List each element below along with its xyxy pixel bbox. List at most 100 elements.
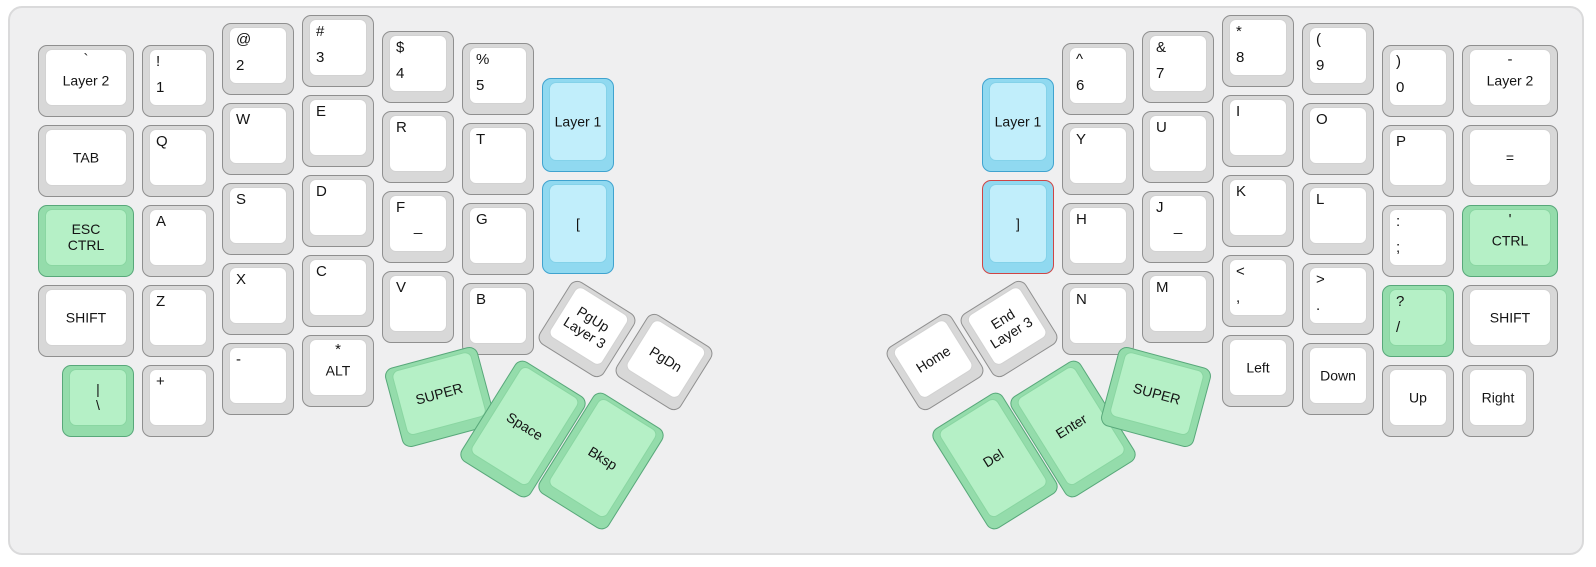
key-legend: 0 [1396, 79, 1405, 96]
key-x[interactable]: X [222, 263, 294, 335]
keycap-top: End Layer 3 [965, 284, 1050, 368]
key-legend: A [156, 213, 167, 230]
key-4[interactable]: $4 [382, 31, 454, 103]
keycap-top: T [469, 127, 527, 184]
key-star-alt[interactable]: *ALT [302, 335, 374, 407]
key-semicolon[interactable]: :; [1382, 205, 1454, 277]
key-7[interactable]: &7 [1142, 31, 1214, 103]
key-d[interactable]: D [302, 175, 374, 247]
key-left-arrow[interactable]: Left [1222, 335, 1294, 407]
key-a[interactable]: A [142, 205, 214, 277]
keycap-top: L [1309, 187, 1367, 244]
key-w[interactable]: W [222, 103, 294, 175]
key-o[interactable]: O [1302, 103, 1374, 175]
key-legend: + [156, 373, 165, 390]
key-legend: ) [1396, 53, 1401, 70]
key-2[interactable]: @2 [222, 23, 294, 95]
keycap-top: PgDn [623, 317, 708, 401]
key-v[interactable]: V [382, 271, 454, 343]
key-legend: ` [83, 51, 89, 68]
key-left-bracket[interactable]: [ [542, 180, 614, 274]
key-b[interactable]: B [462, 283, 534, 355]
key-legend: . [1316, 297, 1321, 314]
key-legend: / [1396, 319, 1401, 336]
keycap-top: >. [1309, 267, 1367, 324]
key-i[interactable]: I [1222, 95, 1294, 167]
key-legend: V [396, 279, 407, 296]
key-s[interactable]: S [222, 183, 294, 255]
key-y[interactable]: Y [1062, 123, 1134, 195]
key-h[interactable]: H [1062, 203, 1134, 275]
keycap-top: B [469, 287, 527, 344]
key-legend: G [476, 211, 488, 228]
keycap-top: Right [1469, 369, 1527, 426]
key-legend: SUPER [413, 379, 465, 408]
key-c[interactable]: C [302, 255, 374, 327]
key-e[interactable]: E [302, 95, 374, 167]
key-m[interactable]: M [1142, 271, 1214, 343]
key-1[interactable]: !1 [142, 45, 214, 117]
key-right-bracket[interactable]: ] [982, 180, 1054, 274]
key-5[interactable]: %5 [462, 43, 534, 115]
key-6[interactable]: ^6 [1062, 43, 1134, 115]
key-legend: ? [1396, 293, 1405, 310]
keycap-top: H [1069, 207, 1127, 264]
key-legend: X [236, 271, 247, 288]
key-up-arrow[interactable]: Up [1382, 365, 1454, 437]
key-p[interactable]: P [1382, 125, 1454, 197]
key-tab[interactable]: TAB [38, 125, 134, 197]
key-u[interactable]: U [1142, 111, 1214, 183]
key-k[interactable]: K [1222, 175, 1294, 247]
key-3[interactable]: #3 [302, 15, 374, 87]
key-legend: B [476, 291, 487, 308]
key-minus-left[interactable]: - [222, 343, 294, 415]
key-legend: End Layer 3 [987, 305, 1036, 352]
key-layer1-right[interactable]: Layer 1 [982, 78, 1054, 172]
key-legend: > [1316, 271, 1325, 288]
key-g[interactable]: G [462, 203, 534, 275]
key-f[interactable]: F_ [382, 191, 454, 263]
keycap-top: V [389, 275, 447, 332]
key-legend: Home [912, 342, 954, 376]
key-layer1-left[interactable]: Layer 1 [542, 78, 614, 172]
key-equals[interactable]: = [1462, 125, 1558, 197]
key-9[interactable]: (9 [1302, 23, 1374, 95]
key-period[interactable]: >. [1302, 263, 1374, 335]
key-legend: Right [1481, 389, 1515, 406]
key-n[interactable]: N [1062, 283, 1134, 355]
key-shift-right[interactable]: SHIFT [1462, 285, 1558, 357]
keycap-top: C [309, 259, 367, 316]
key-legend: SHIFT [65, 309, 107, 326]
key-legend: SHIFT [1489, 309, 1531, 326]
keycap-top: F_ [389, 195, 447, 252]
key-q[interactable]: Q [142, 125, 214, 197]
key-legend: Del [979, 445, 1007, 471]
key-pipe-backslash[interactable]: | \ [62, 365, 134, 437]
key-z[interactable]: Z [142, 285, 214, 357]
key-r[interactable]: R [382, 111, 454, 183]
key-t[interactable]: T [462, 123, 534, 195]
key-legend: 2 [236, 57, 245, 74]
key-minus-layer2[interactable]: -Layer 2 [1462, 45, 1558, 117]
keycap-top: Z [149, 289, 207, 346]
key-esc-ctrl[interactable]: ESC CTRL [38, 205, 134, 277]
key-grave-layer2[interactable]: `Layer 2 [38, 45, 134, 117]
key-0[interactable]: )0 [1382, 45, 1454, 117]
key-legend: I [1236, 103, 1241, 120]
keycap-top: Q [149, 129, 207, 186]
keycap-top: P [1389, 129, 1447, 186]
key-question-slash[interactable]: ?/ [1382, 285, 1454, 357]
key-l[interactable]: L [1302, 183, 1374, 255]
keycap-top: = [1469, 129, 1551, 186]
key-shift-left[interactable]: SHIFT [38, 285, 134, 357]
key-plus[interactable]: + [142, 365, 214, 437]
key-8[interactable]: *8 [1222, 15, 1294, 87]
key-legend: Layer 1 [994, 113, 1042, 130]
key-down-arrow[interactable]: Down [1302, 343, 1374, 415]
key-comma[interactable]: <, [1222, 255, 1294, 327]
key-j[interactable]: J_ [1142, 191, 1214, 263]
key-right-arrow[interactable]: Right [1462, 365, 1534, 437]
keycap-top: $4 [389, 35, 447, 92]
key-quote-ctrl[interactable]: 'CTRL [1462, 205, 1558, 277]
